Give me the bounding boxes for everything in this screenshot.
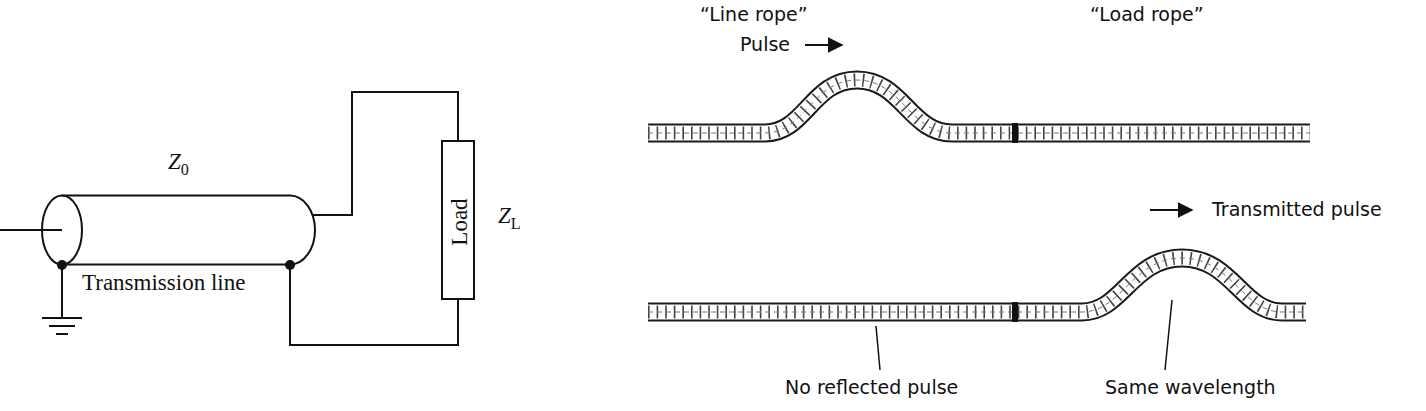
wire xyxy=(290,265,458,346)
leader-line xyxy=(876,326,880,370)
transmission-line: Z0Transmission line xyxy=(40,195,315,265)
rope xyxy=(648,258,1306,312)
callout-text: Same wavelength xyxy=(1105,376,1276,398)
symbol-letter: Z xyxy=(168,149,181,174)
input-wire xyxy=(0,229,62,231)
rope-name: “Line rope” xyxy=(700,3,808,25)
rope-illustration xyxy=(648,80,1310,322)
callout-text: No reflected pulse xyxy=(785,376,958,398)
rope-joint xyxy=(1012,123,1018,143)
rope-name: “Load rope” xyxy=(1090,3,1204,25)
impedance-label: Z0 xyxy=(168,149,189,179)
part-name: Transmission line xyxy=(82,270,245,296)
coax-outline xyxy=(40,195,315,265)
wire xyxy=(313,92,458,215)
rope-joint xyxy=(1012,302,1018,322)
ground-wire xyxy=(61,265,63,318)
load-box: Load xyxy=(441,140,475,300)
motion-arrow xyxy=(805,44,842,46)
leader-line xyxy=(1165,300,1172,370)
motion-arrow xyxy=(1150,209,1192,211)
subscript: 0 xyxy=(181,161,189,178)
impedance-label: ZL xyxy=(498,203,521,233)
subscript: L xyxy=(511,215,521,232)
symbol-letter: Z xyxy=(498,203,511,228)
pulse-label: Pulse xyxy=(740,33,790,55)
pulse-label: Transmitted pulse xyxy=(1212,198,1382,220)
ground-symbol xyxy=(42,318,82,334)
rope xyxy=(648,80,1310,133)
part-name: Load xyxy=(447,198,473,245)
